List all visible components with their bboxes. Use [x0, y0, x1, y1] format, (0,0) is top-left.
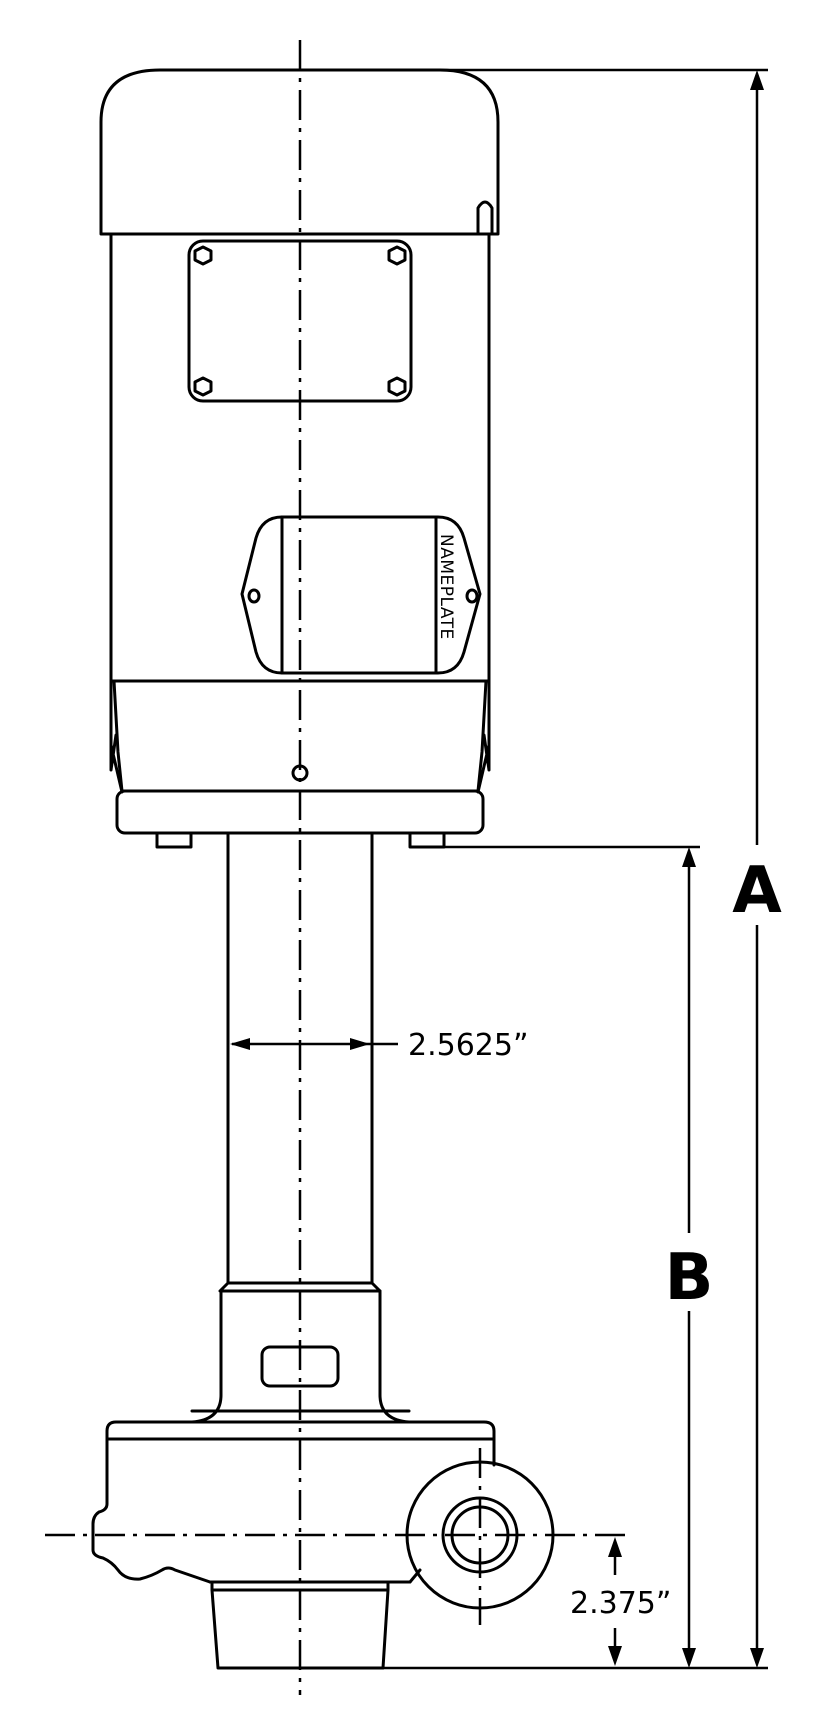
outlet-height-label: 2.375” [570, 1586, 671, 1621]
shaft-dim-arrow-right [350, 1038, 370, 1050]
nameplate-label: NAMEPLATE [436, 534, 456, 640]
screw-icon [387, 376, 407, 397]
nameplate-rivet-right [465, 588, 479, 604]
screw-icon [193, 376, 213, 397]
cover-screws [193, 245, 407, 397]
screw-icon [387, 245, 407, 266]
dim-a-arrow-top [750, 70, 764, 90]
flange-tab-left [155, 831, 193, 849]
flange-tab-right [408, 831, 446, 849]
dim-a-arrow-bottom [750, 1648, 764, 1668]
pump-casing-flange [105, 1420, 496, 1441]
dim-b-arrow-bottom [682, 1648, 696, 1668]
screw-icon [193, 245, 213, 266]
motor-lower-housing [109, 679, 491, 794]
outlet-dim-arrow-top [608, 1537, 622, 1557]
outlet-dim-arrow-bottom [608, 1646, 622, 1666]
dim-b-arrow-top [682, 847, 696, 867]
dim-a-label: A [732, 854, 782, 928]
nameplate-plate [240, 515, 482, 675]
shaft-diameter-label: 2.5625” [408, 1028, 529, 1063]
column-collar [218, 1281, 382, 1293]
shaft-dim-arrow-left [230, 1038, 250, 1050]
nameplate-rivet-left [247, 588, 261, 604]
lifting-eye [476, 200, 494, 236]
pump-casing [91, 1437, 496, 1584]
dim-b-label: B [665, 1241, 714, 1315]
